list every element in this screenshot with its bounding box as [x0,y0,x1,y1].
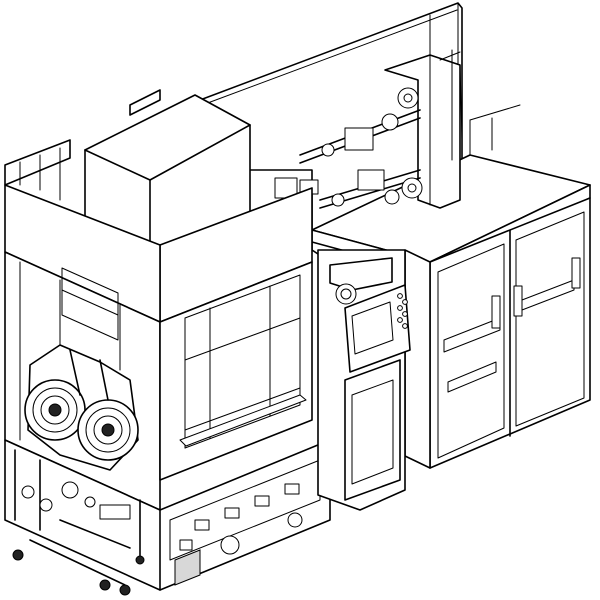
roller-assembly [24,344,139,471]
left-enclosure-frame [4,89,313,323]
base-left-equipment [12,449,145,596]
right-cabinet [404,197,591,469]
cabinet-door-handle-left [443,295,501,393]
window-panel [159,261,313,481]
cabinet-door-handle-right [513,257,581,317]
valve-manifold [274,49,463,209]
base-frame [4,439,331,591]
control-console [317,249,411,511]
